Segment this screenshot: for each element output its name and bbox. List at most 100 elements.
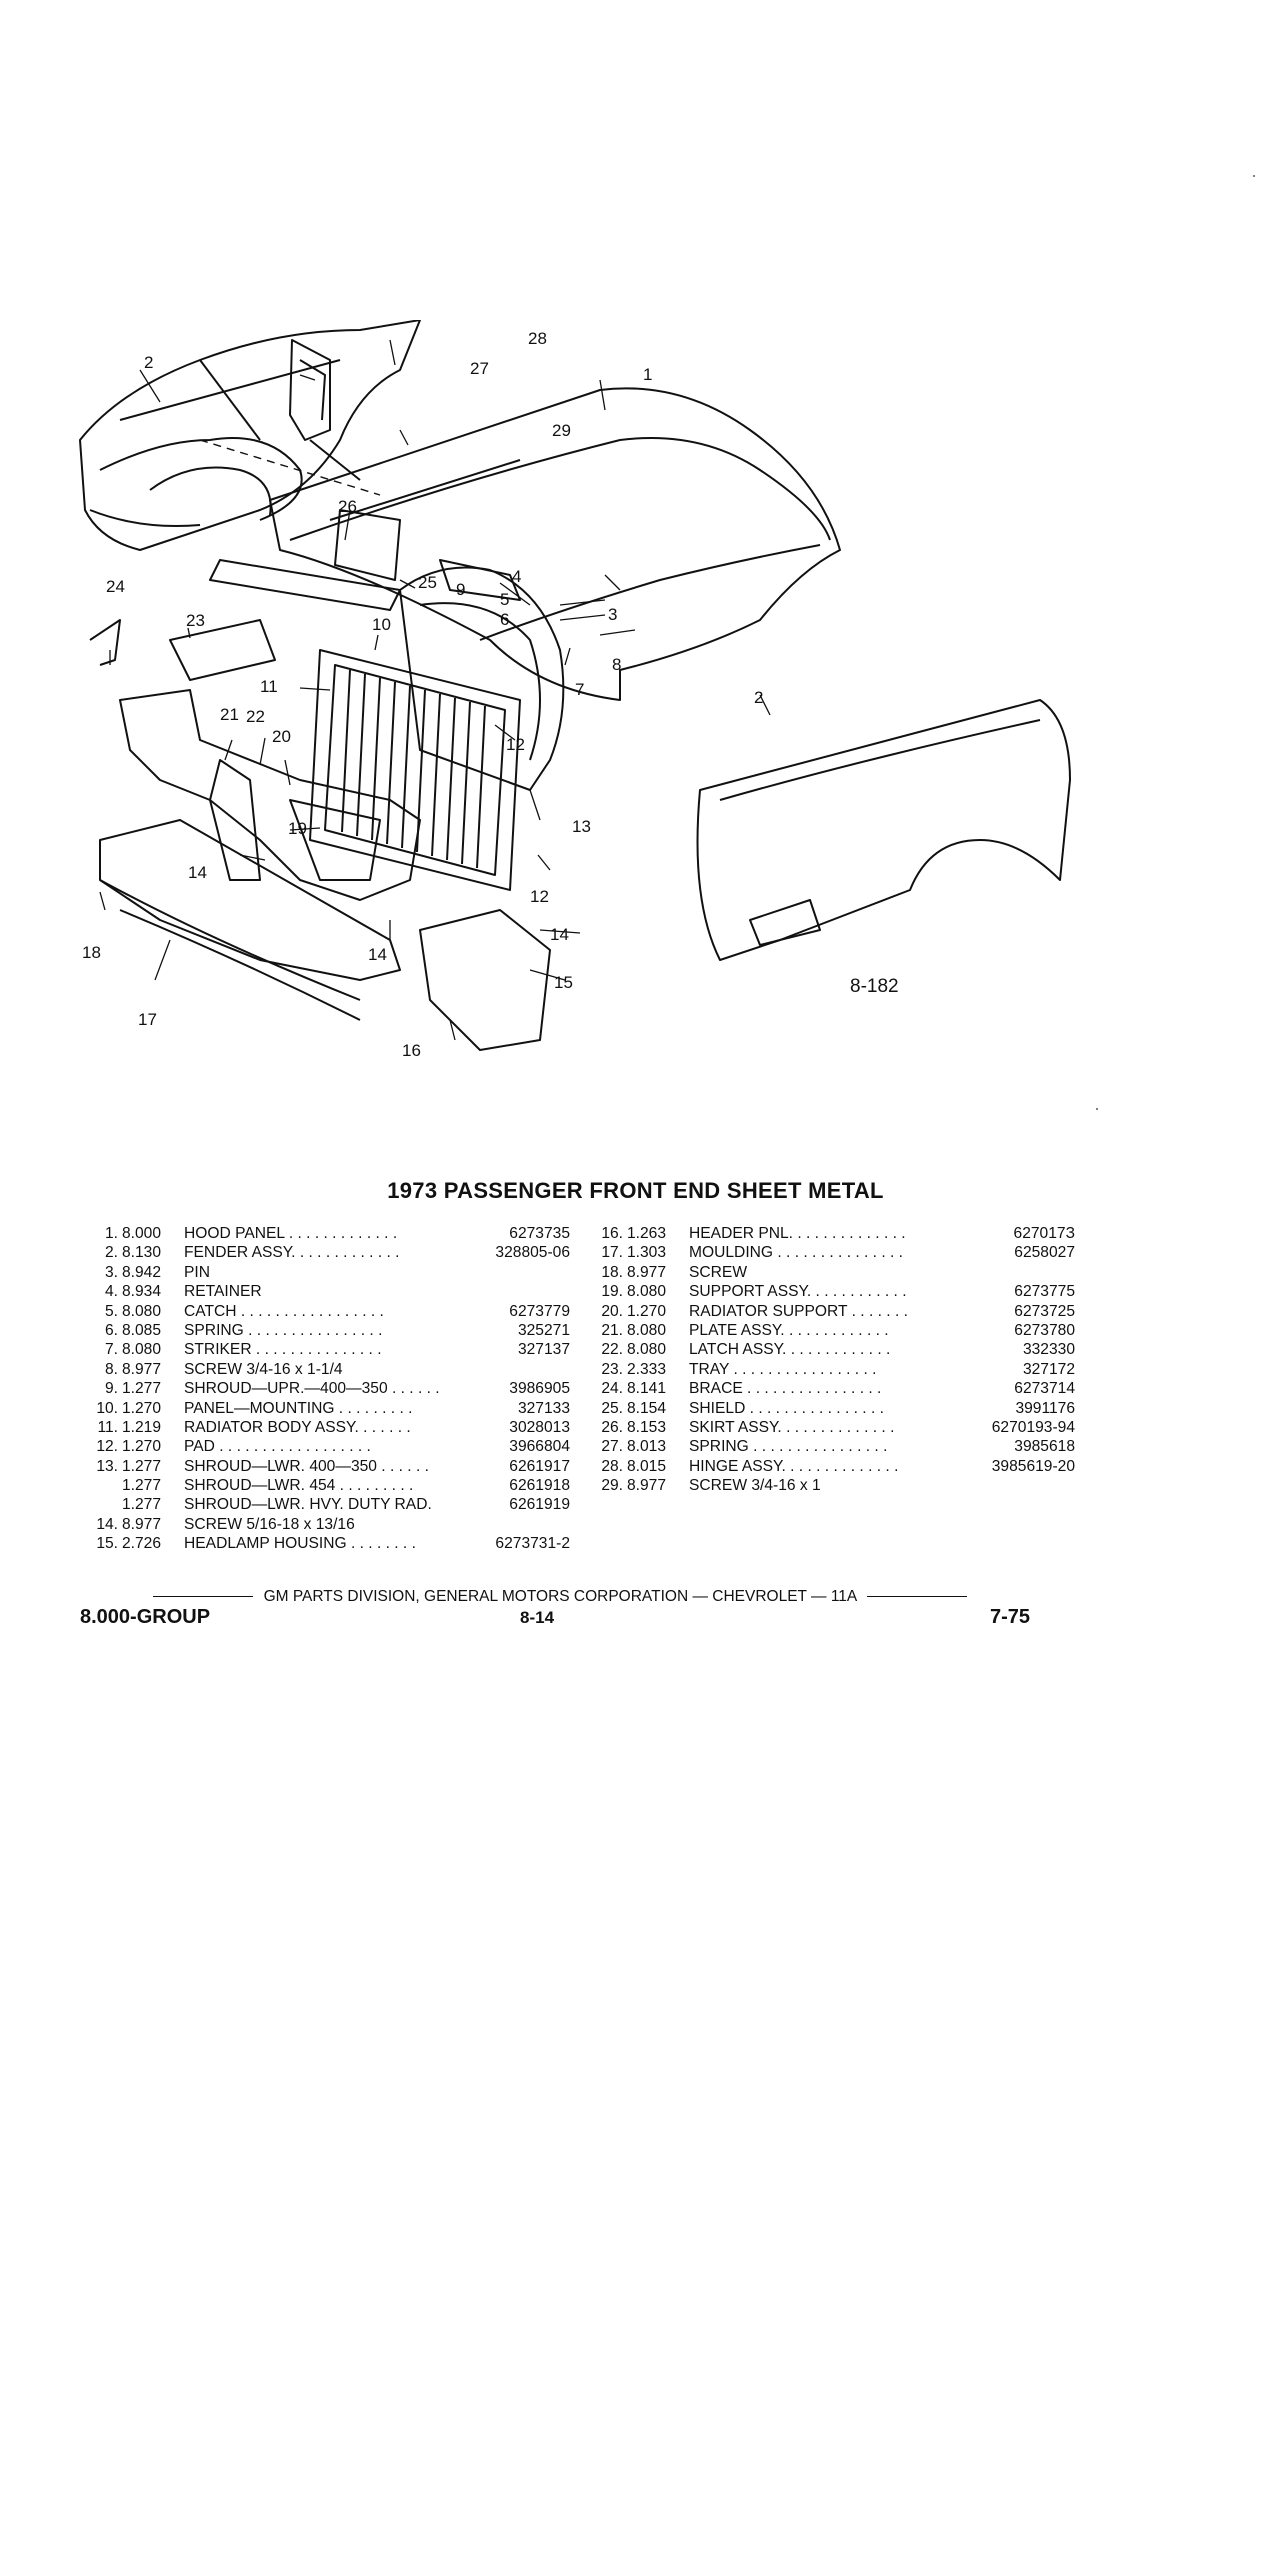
part-number-index: 5. bbox=[104, 1302, 118, 1320]
part-number bbox=[500, 1282, 570, 1301]
callout-label: 15 bbox=[554, 973, 573, 992]
part-description: CATCH . . . . . . . . . . . . . . . . . bbox=[184, 1302, 384, 1320]
callout-label: 13 bbox=[572, 817, 591, 836]
part-number bbox=[500, 1515, 570, 1534]
callout-label: 12 bbox=[506, 735, 525, 754]
part-number: 328805-06 bbox=[495, 1244, 570, 1262]
callout-label: 14 bbox=[368, 945, 387, 964]
part-description: SCREW 3/4-16 x 1 bbox=[689, 1477, 821, 1495]
callout-label: 6 bbox=[500, 610, 509, 629]
part-number-index: 8. bbox=[104, 1360, 118, 1378]
part-number bbox=[500, 1263, 570, 1282]
part-number-index: 23. bbox=[601, 1360, 623, 1378]
group-number: 8.977 bbox=[627, 1263, 667, 1281]
part-number: 327137 bbox=[517, 1341, 570, 1359]
group-number: 8.942 bbox=[122, 1263, 162, 1281]
group-number: 1.277 bbox=[122, 1457, 162, 1475]
callout-label: 5 bbox=[500, 590, 509, 609]
callout-label: 18 bbox=[82, 943, 101, 962]
group-number: 8.977 bbox=[627, 1477, 667, 1495]
group-number: 2.726 bbox=[122, 1535, 162, 1553]
part-number-index: 26. bbox=[601, 1418, 623, 1436]
shroud-drawing bbox=[399, 566, 565, 791]
part-description: HEADLAMP HOUSING . . . . . . . . bbox=[184, 1535, 416, 1553]
part-description: PLATE ASSY. . . . . . . . . . . . . bbox=[689, 1321, 889, 1339]
callout-label: 2 bbox=[144, 353, 153, 372]
group-number: 8.130 bbox=[122, 1244, 162, 1262]
callout-label: 23 bbox=[186, 611, 205, 630]
part-number: 6273714 bbox=[1014, 1380, 1075, 1398]
group-number: 8.015 bbox=[627, 1457, 667, 1475]
callout-label: 14 bbox=[188, 863, 207, 882]
callout-label: 2 bbox=[754, 688, 763, 707]
group-number: 8.013 bbox=[627, 1438, 667, 1456]
margin-mark bbox=[1096, 1108, 1098, 1110]
header-panel-drawing bbox=[99, 819, 401, 1021]
shield-drawing bbox=[334, 509, 401, 581]
callout-label: 14 bbox=[550, 925, 569, 944]
tray-drawing bbox=[169, 619, 276, 681]
part-description: SHROUD—LWR. HVY. DUTY RAD. bbox=[184, 1496, 432, 1514]
page-number: 8-14 bbox=[520, 1608, 555, 1627]
part-number-index: 17. bbox=[601, 1244, 623, 1262]
callout-label: 27 bbox=[470, 359, 489, 378]
part-description: SUPPORT ASSY. . . . . . . . . . . . bbox=[689, 1283, 907, 1301]
group-number: 8.080 bbox=[627, 1321, 667, 1339]
part-description: FENDER ASSY. . . . . . . . . . . . . bbox=[184, 1244, 400, 1262]
part-number: 327172 bbox=[1022, 1360, 1075, 1378]
part-description: TRAY . . . . . . . . . . . . . . . . . bbox=[689, 1360, 877, 1378]
part-number-index: 3. bbox=[104, 1263, 118, 1281]
callout-label: 12 bbox=[530, 887, 549, 906]
part-number bbox=[500, 1360, 570, 1379]
parts-row: 18.8.977 SCREW bbox=[585, 1263, 1075, 1282]
part-description: BRACE . . . . . . . . . . . . . . . . bbox=[689, 1380, 882, 1398]
part-number bbox=[1005, 1263, 1075, 1282]
division-line: GM PARTS DIVISION, GENERAL MOTORS CORPOR… bbox=[80, 1588, 1040, 1606]
part-description: LATCH ASSY. . . . . . . . . . . . . bbox=[689, 1341, 891, 1359]
part-number-index: 28. bbox=[601, 1457, 623, 1475]
part-number: 6261919 bbox=[509, 1496, 570, 1514]
group-number: 1.303 bbox=[627, 1244, 667, 1262]
part-number-index: 18. bbox=[601, 1263, 623, 1281]
part-number-index: 9. bbox=[104, 1380, 118, 1398]
callout-label: 9 bbox=[456, 580, 465, 599]
part-number bbox=[1005, 1476, 1075, 1495]
callout-label: 28 bbox=[528, 329, 547, 348]
part-description: HOOD PANEL . . . . . . . . . . . . . bbox=[184, 1225, 398, 1242]
part-number-index: 14. bbox=[96, 1515, 118, 1533]
part-description: SKIRT ASSY. . . . . . . . . . . . . . bbox=[689, 1418, 895, 1436]
part-number: 3986905 bbox=[509, 1380, 570, 1398]
part-number-index: 24. bbox=[601, 1380, 623, 1398]
date-code: 7-75 bbox=[989, 1606, 1030, 1628]
exploded-parts-diagram: 2 28 27 29 1 26 25 10 24 23 4 5 6 3 8 7 … bbox=[79, 320, 1071, 1060]
part-number-index: 21. bbox=[601, 1321, 623, 1339]
group-number: 1.277 bbox=[122, 1380, 162, 1398]
part-description: SHROUD—LWR. 454 . . . . . . . . . bbox=[184, 1477, 414, 1495]
group-number: 1.219 bbox=[122, 1418, 162, 1436]
part-number: 3991176 bbox=[1015, 1399, 1075, 1417]
group-number: 1.263 bbox=[627, 1225, 667, 1242]
group-number: 8.080 bbox=[122, 1341, 162, 1359]
part-number: 6273731-2 bbox=[495, 1535, 570, 1553]
callout-label: 21 bbox=[220, 705, 239, 724]
part-description: SCREW bbox=[689, 1263, 748, 1281]
group-number: 8.977 bbox=[122, 1515, 162, 1533]
part-number-index: 29. bbox=[601, 1477, 623, 1495]
part-description: PIN bbox=[184, 1263, 210, 1281]
headlamp-housing-drawing bbox=[419, 909, 551, 1051]
